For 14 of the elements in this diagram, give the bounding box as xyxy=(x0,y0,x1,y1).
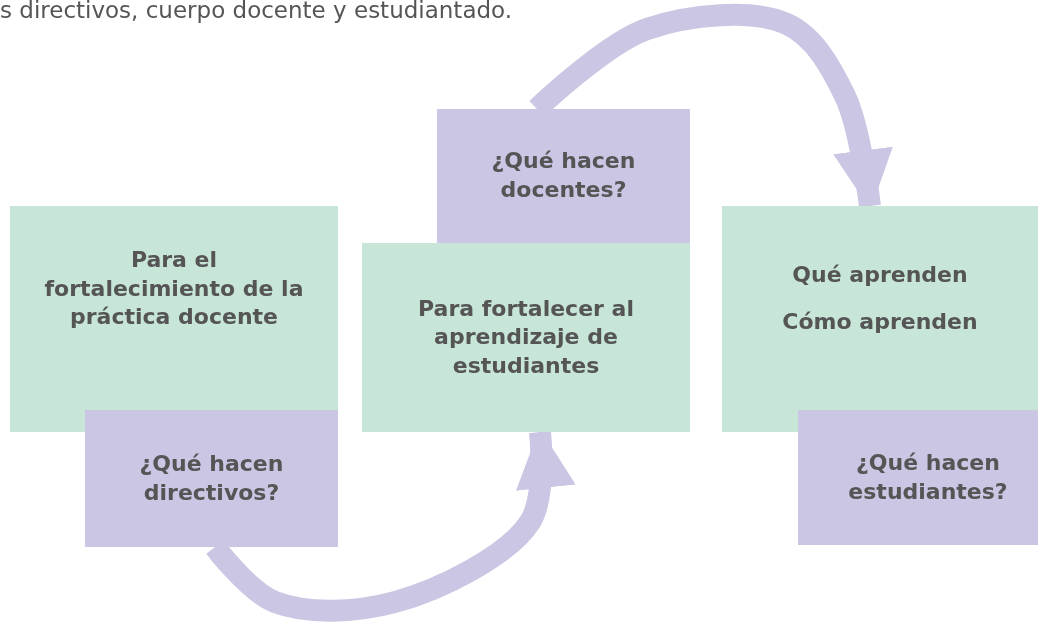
box-text: Qué aprenden xyxy=(792,261,968,290)
question-box xyxy=(85,410,338,547)
box-text: Cómo aprenden xyxy=(782,308,978,336)
box-text: Para fortalecer al aprendizaje de estudiantes xyxy=(417,294,635,380)
box-text: Para el fortalecimiento de la práctica docente xyxy=(44,246,304,332)
question-box xyxy=(798,410,1038,545)
box-text: ¿Qué hacen estudiantes? xyxy=(847,448,1009,506)
topic-box xyxy=(10,206,338,432)
box-text: ¿Qué hacen directivos? xyxy=(138,449,285,507)
box-text: ¿Qué hacen docentes? xyxy=(490,147,637,204)
intro-text: s directivos, cuerpo docente y estudiantado. xyxy=(0,0,513,24)
topic-box xyxy=(362,243,690,432)
question-box xyxy=(437,109,690,243)
topic-box xyxy=(722,206,1038,432)
